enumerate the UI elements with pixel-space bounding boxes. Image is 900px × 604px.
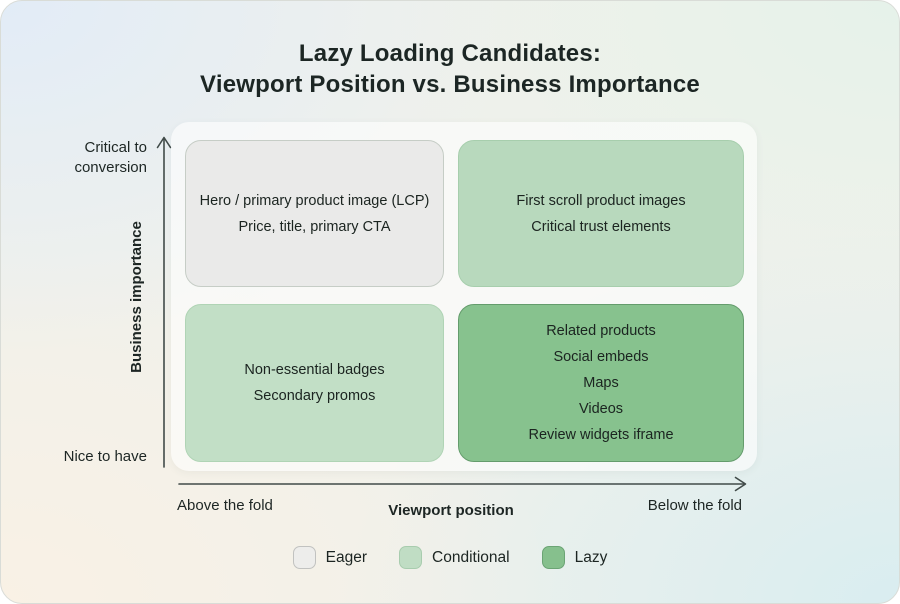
quadrant-item: Related products bbox=[546, 323, 656, 339]
quadrant-item: Secondary promos bbox=[253, 388, 376, 404]
chart-title: Lazy Loading Candidates: Viewport Positi… bbox=[1, 38, 899, 100]
x-axis-left-label: Above the fold bbox=[177, 497, 273, 514]
x-axis-arrowhead-icon bbox=[734, 476, 747, 492]
legend-label-eager: Eager bbox=[325, 548, 368, 566]
chart-title-line-2: Viewport Position vs. Business Importanc… bbox=[200, 71, 700, 98]
y-axis-bottom-label: Nice to have bbox=[63, 448, 147, 465]
quadrant-item: Social embeds bbox=[553, 349, 649, 365]
quadrant-item: Maps bbox=[583, 375, 619, 391]
legend-label-lazy: Lazy bbox=[574, 548, 608, 566]
legend-swatch-eager-icon bbox=[292, 546, 316, 569]
quadrant-eager: Hero / primary product image (LCP) Price… bbox=[185, 140, 444, 287]
y-axis-top-label: Critical to conversion bbox=[74, 139, 147, 176]
legend-swatch-conditional-icon bbox=[399, 546, 423, 569]
legend-item-conditional: Conditional bbox=[399, 546, 510, 569]
legend-swatch-lazy-icon bbox=[541, 546, 565, 569]
quadrant-lazy: Related products Social embeds Maps Vide… bbox=[458, 304, 744, 462]
legend-item-lazy: Lazy bbox=[541, 546, 608, 569]
quadrant-item: Videos bbox=[578, 401, 624, 417]
y-axis-arrowhead-icon bbox=[156, 136, 172, 149]
legend-item-eager: Eager bbox=[292, 546, 368, 569]
quadrant-conditional-top: First scroll product images Critical tru… bbox=[458, 140, 744, 287]
quadrant-item: Critical trust elements bbox=[531, 218, 671, 235]
x-axis-right-label: Below the fold bbox=[647, 497, 742, 514]
legend: Eager Conditional Lazy bbox=[1, 546, 899, 569]
quadrant-item: Hero / primary product image (LCP) bbox=[199, 192, 430, 209]
legend-label-conditional: Conditional bbox=[432, 548, 510, 566]
quadrant-item: Price, title, primary CTA bbox=[238, 218, 391, 235]
quadrant-panel: Hero / primary product image (LCP) Price… bbox=[171, 122, 757, 471]
quadrant-item: Review widgets iframe bbox=[528, 427, 674, 443]
quadrant-item: Non-essential badges bbox=[244, 362, 385, 378]
x-axis-title: Viewport position bbox=[388, 502, 514, 519]
chart-title-line-1: Lazy Loading Candidates: bbox=[298, 40, 602, 67]
quadrant-item: First scroll product images bbox=[516, 192, 686, 209]
quadrant-conditional-bottom: Non-essential badges Secondary promos bbox=[185, 304, 444, 462]
